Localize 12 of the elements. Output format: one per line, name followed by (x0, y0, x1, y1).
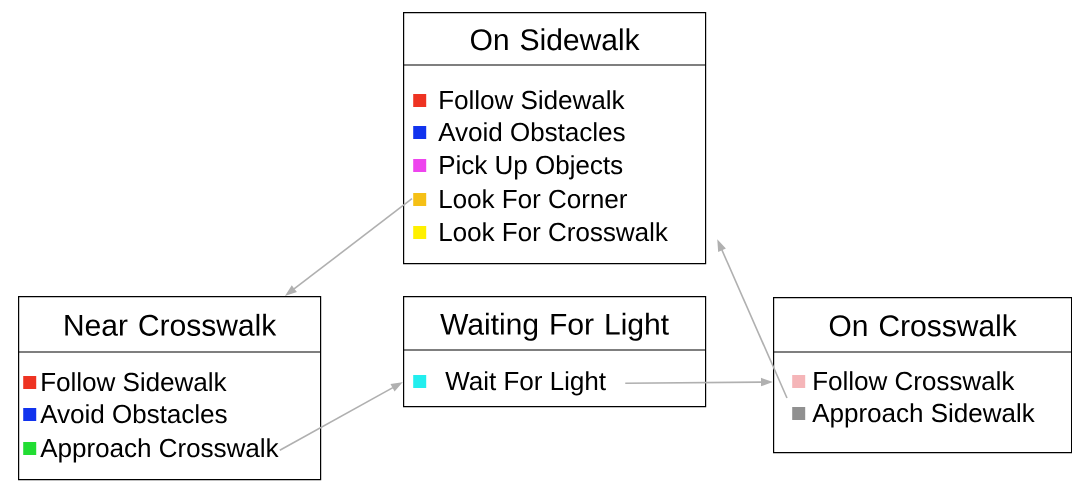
behavior-item: Approach Crosswalk (23, 438, 279, 463)
node-label: Wait For Light (445, 371, 606, 396)
behavior-item: Pick Up Objects (413, 155, 623, 180)
behavior-item: Follow Sidewalk (413, 90, 625, 110)
behavior-item: Follow Sidewalk (23, 372, 227, 392)
behavior-item: Look For Corner (413, 189, 628, 209)
behavior-item: Avoid Obstacles (413, 122, 625, 142)
behavior-item: Avoid Obstacles (23, 404, 227, 424)
behavior-item: Look For Crosswalk (413, 222, 668, 242)
behavior-item: Follow Crosswalk (792, 371, 1015, 391)
behavior-item: Wait For Light (413, 371, 606, 396)
behavior-item: Approach Sidewalk (792, 403, 1035, 428)
